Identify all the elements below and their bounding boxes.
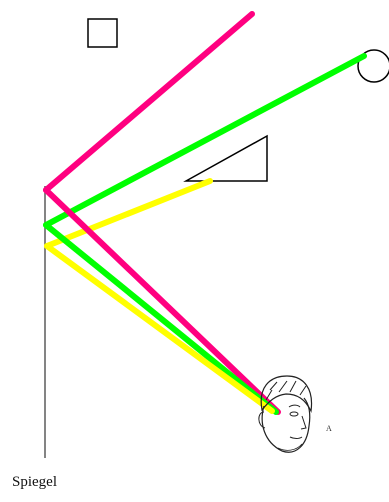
reflected-ray-triangle (47, 246, 272, 411)
mirror-label: Spiegel (12, 474, 57, 491)
ray-from-circle (46, 56, 364, 225)
square-object (88, 19, 117, 47)
reflected-ray-square (46, 190, 278, 412)
observer-mark-label: A (326, 424, 332, 433)
reflected-ray-circle (46, 225, 276, 412)
observer-face (259, 376, 312, 452)
ray-from-square (46, 14, 252, 190)
